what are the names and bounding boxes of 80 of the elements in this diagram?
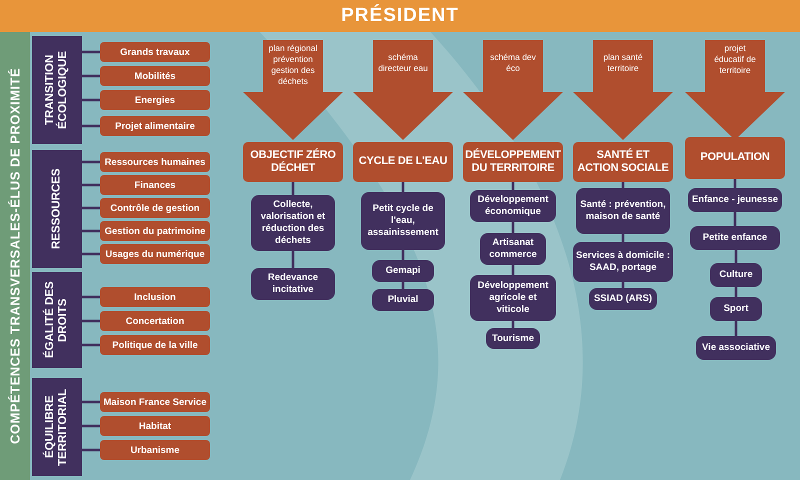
connector-line [82,50,100,54]
service-box: Tourisme [486,328,540,349]
service-box: Culture [710,263,762,287]
topic-box: Usages du numérique [100,244,210,264]
category-box: ÉGALITÉ DES DROITS [32,272,82,368]
arrow-label: schéma dev éco [489,52,537,74]
side-band: COMPÉTENCES TRANSVERSALES-ÉLUS DE PROXIMITÉ [0,32,30,480]
connector-line [82,184,100,186]
service-box: Artisanat commerce [480,233,546,265]
connector-line [622,182,624,188]
category-box: ÉQUILIBRE TERRITORIAL [32,378,82,476]
connector-line [82,320,100,322]
connector-line [82,448,100,452]
topic-box: Politique de la ville [100,335,210,355]
service-box: Gemapi [372,260,434,282]
connector-line [512,222,514,233]
connector-line [82,160,100,164]
service-box: Collecte, valorisation et réduction des déchets [251,195,335,251]
heading-box: DÉVELOPPEMENT DU TERRITOIRE [463,142,563,182]
service-box: Petit cycle de l'eau, assainissement [361,192,445,250]
arrow-label: plan santé territoire [602,52,644,74]
service-box: Développement économique [470,190,556,222]
title-band: PRÉSIDENT [0,0,800,32]
category-box: TRANSITION ÉCOLOGIQUE [32,36,82,144]
connector-line [82,124,100,128]
heading-box: POPULATION [685,137,785,179]
topic-box: Mobilités [100,66,210,86]
category-box: RESSOURCES [32,150,82,268]
topic-box: Energies [100,90,210,110]
topic-box: Contrôle de gestion [100,198,210,218]
heading-box: SANTÉ ET ACTION SOCIALE [573,142,673,182]
topic-box: Finances [100,175,210,195]
connector-line [82,206,100,210]
connector-line [402,282,404,289]
topic-box: Maison France Service [100,392,210,412]
connector-line [82,296,100,298]
connector-line [402,250,404,260]
topic-box: Urbanisme [100,440,210,460]
connector-line [734,250,738,263]
connector-line [82,74,100,78]
connector-line [82,252,100,256]
connector-line [82,98,100,102]
topic-box: Grands travaux [100,42,210,62]
connector-line [622,282,624,288]
arrow-label: schéma directeur eau [377,52,429,74]
topic-box: Ressources humaines [100,152,210,172]
connector-line [82,424,100,428]
topic-box: Concertation [100,311,210,331]
connector-line [82,400,100,404]
service-box: Développement agricole et viticole [470,275,556,321]
connector-line [734,212,736,226]
service-box: Vie associative [696,336,776,360]
service-box: Redevance incitative [251,268,335,300]
topic-box: Inclusion [100,287,210,307]
connector-line [734,179,736,188]
connector-line [512,321,514,328]
connector-line [512,265,514,275]
connector-line [292,182,294,195]
service-box: Pluvial [372,289,434,311]
connector-line [622,234,624,242]
connector-line [734,321,738,336]
heading-box: OBJECTIF ZÉRO DÉCHET [243,142,343,182]
topic-box: Gestion du patrimoine [100,221,210,241]
connector-line [82,344,100,346]
connector-line [402,182,404,192]
connector-line [512,182,514,190]
topic-box: Projet alimentaire [100,116,210,136]
topic-box: Habitat [100,416,210,436]
arrow-label: plan régional prévention gestion des déchets [268,43,318,88]
service-box: SSIAD (ARS) [589,288,657,310]
connector-line [82,230,100,232]
service-box: Petite enfance [690,226,780,250]
service-box: Services à domicile : SAAD, portage [573,242,673,282]
connector-line [734,287,738,297]
service-box: Santé : prévention, maison de santé [576,188,670,234]
connector-line [292,251,294,268]
heading-box: CYCLE DE L'EAU [353,142,453,182]
service-box: Sport [710,297,762,321]
arrow-label: projet éducatif de territoire [713,43,757,76]
service-box: Enfance - jeunesse [688,188,782,212]
